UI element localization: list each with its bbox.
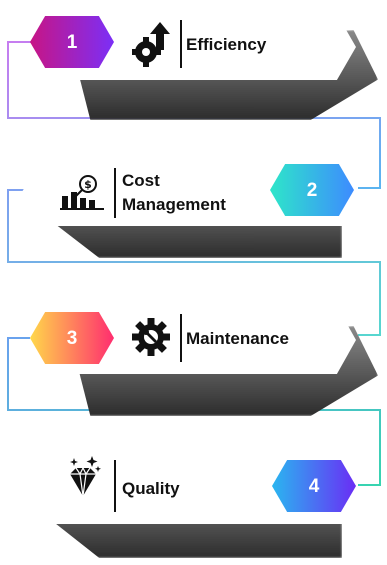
step-badge-4: 4 [272,460,356,512]
diamond-icon [70,456,101,497]
step-number-4: 4 [308,476,320,497]
step-badge-1: 1 [30,16,114,68]
wrench-gear-icon [132,318,170,356]
connector-2-3 [7,189,381,336]
gear-arrow-icon [132,22,170,67]
step-number-2: 2 [306,180,318,201]
step-label-2: Cost Management [122,170,226,216]
step-label-3: Maintenance [186,329,289,348]
step-label-1: Efficiency [186,35,267,54]
divider-4 [114,460,116,512]
step-badge-3: 3 [30,312,114,364]
divider-1 [180,20,182,68]
cost-chart-icon: $ [60,175,104,210]
step-number-3: 3 [66,328,78,349]
step-badge-2: 2 [270,164,354,216]
step-label-4: Quality [122,479,180,498]
step-label-2-line2: Management [122,195,226,214]
step-label-2-line1: Cost [122,171,160,190]
divider-3 [180,314,182,362]
svg-text:$: $ [84,178,92,191]
divider-2 [114,168,116,218]
step-number-1: 1 [66,32,78,53]
